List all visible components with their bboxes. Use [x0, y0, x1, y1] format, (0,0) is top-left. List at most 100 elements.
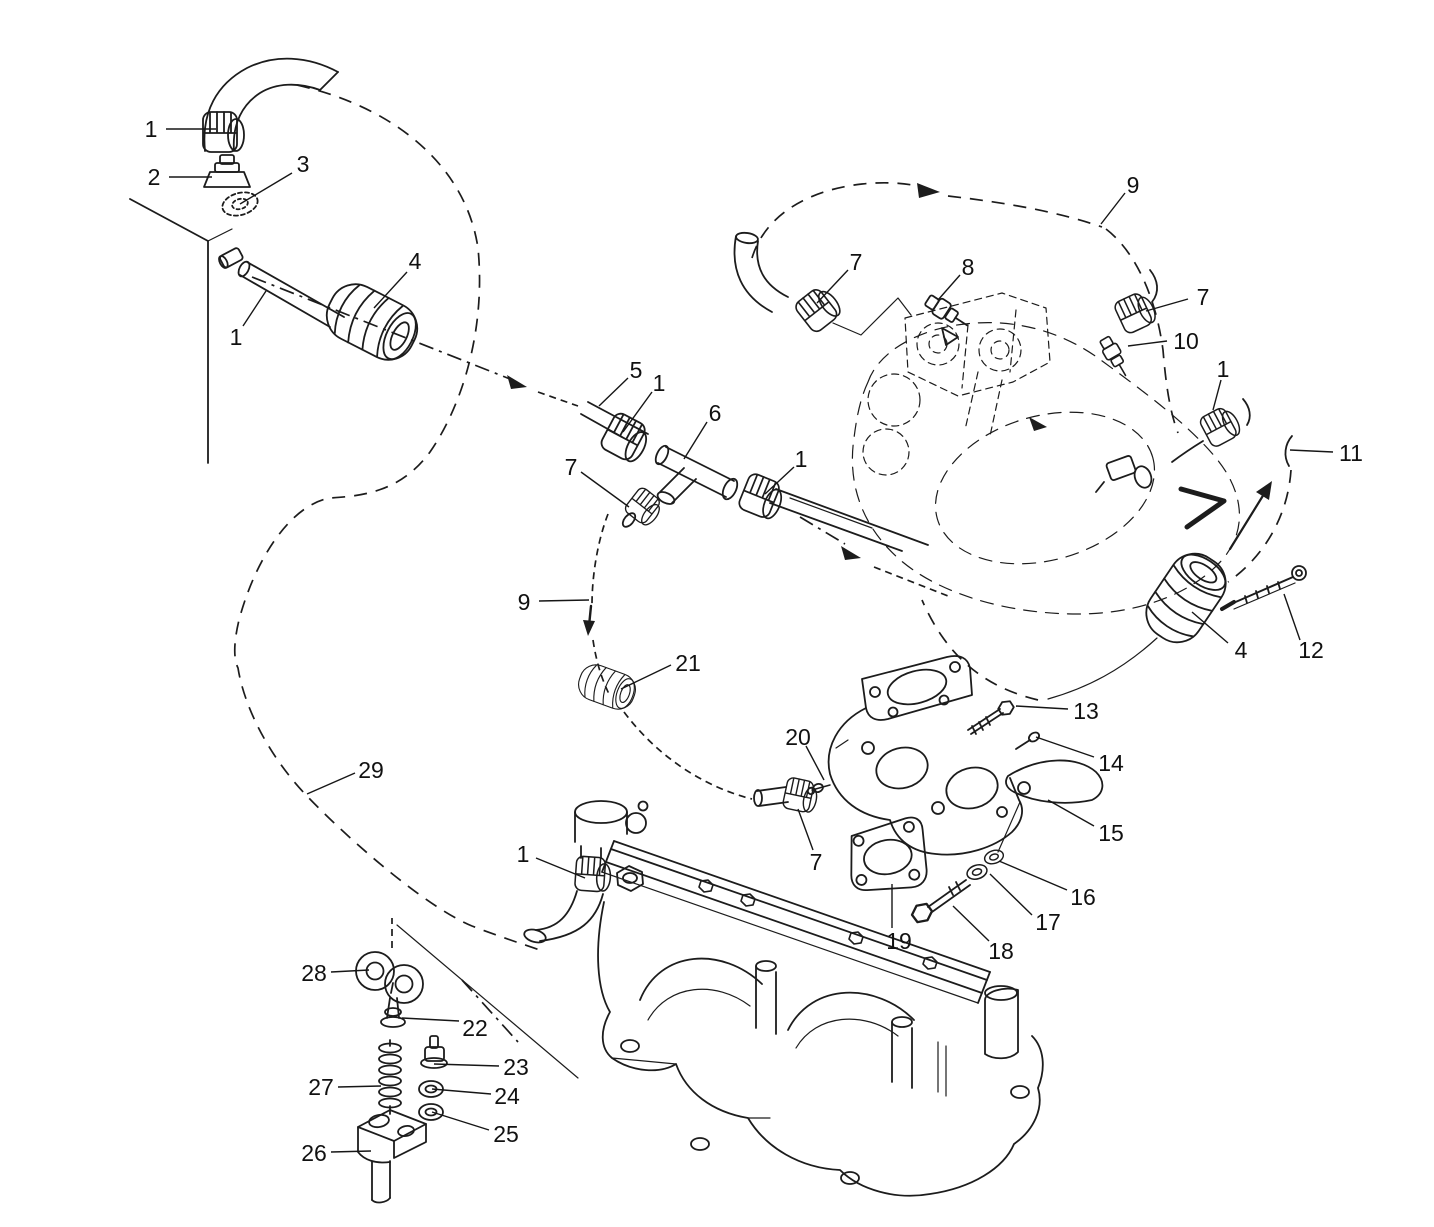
callout-leader-1-15	[1212, 379, 1222, 411]
hex-plug	[616, 865, 644, 892]
callout-label-2-1: 2	[148, 164, 161, 190]
fitting-10	[1096, 333, 1134, 381]
callout-leader-1-6	[622, 391, 653, 433]
barb-fitting-20	[806, 782, 831, 796]
exhaust-manifold	[827, 655, 1023, 856]
hull-corner	[129, 198, 233, 464]
corrugated-sleeve-4-left	[316, 274, 428, 370]
callout-leader-1-9	[764, 466, 795, 495]
fitting-7-right	[1112, 269, 1160, 336]
callout-leader-16-23	[998, 860, 1068, 891]
assembly-axis-line	[251, 276, 949, 597]
callout-leader-7-28	[797, 808, 814, 851]
callout-label-1-9: 1	[795, 446, 808, 472]
callout-label-26-34: 26	[301, 1140, 327, 1166]
callout-leader-17-24	[989, 873, 1033, 916]
callout-leader-7-13	[1145, 298, 1189, 312]
callout-label-28-36: 28	[301, 960, 327, 986]
manifold-bracket-15	[997, 759, 1104, 853]
callout-leader-18-25	[952, 905, 990, 942]
sensor-22	[380, 982, 406, 1028]
callout-label-27-35: 27	[308, 1074, 334, 1100]
cable-tie-12	[1220, 565, 1307, 611]
callout-leader-27-35	[337, 1085, 382, 1088]
callout-leader-9-17	[538, 599, 590, 602]
callout-leader-1-4	[242, 290, 267, 327]
callout-label-18-25: 18	[988, 938, 1014, 964]
manifold-gasket-19	[850, 816, 928, 891]
nut-16	[982, 847, 1006, 867]
bolt-18	[908, 879, 971, 927]
outlet-hose-1-left	[237, 260, 345, 328]
callout-leader-28-36	[330, 969, 370, 973]
callout-leader-22-30	[401, 1017, 460, 1022]
callout-label-3-2: 3	[297, 151, 310, 177]
callout-label-8-11: 8	[962, 254, 975, 280]
callout-leader-24-32	[431, 1088, 492, 1095]
callout-leader-10-14	[1127, 340, 1168, 347]
callout-label-19-26: 19	[886, 928, 912, 954]
callout-label-25-33: 25	[493, 1121, 519, 1147]
callout-label-1-4: 1	[230, 324, 243, 350]
callout-label-4-37: 4	[1235, 637, 1248, 663]
callout-leader-25-33	[431, 1111, 490, 1131]
clamp-1-right	[1171, 398, 1251, 463]
callout-leader-4-37	[1191, 611, 1229, 644]
callout-label-14-21: 14	[1098, 750, 1124, 776]
hose-1-mid-right	[736, 471, 929, 552]
plug-23	[420, 1035, 448, 1069]
callout-leader-8-11	[937, 274, 961, 301]
callout-leader-3-2	[239, 172, 293, 205]
carburetor-assembly	[904, 292, 1051, 397]
callout-label-1-15: 1	[1217, 356, 1230, 382]
callout-leader-12-38	[1283, 593, 1301, 641]
corrugated-sleeve-21	[573, 659, 641, 715]
elbow-clamp-7-mid	[621, 485, 667, 530]
callout-label-11-16: 11	[1339, 440, 1363, 466]
callout-leader-29-19	[306, 772, 356, 795]
bolt-13	[967, 697, 1017, 735]
callout-leader-20-27	[805, 745, 825, 781]
callout-label-7-13: 7	[1197, 284, 1210, 310]
spring-27	[378, 1039, 402, 1115]
callout-label-7-8: 7	[565, 454, 578, 480]
callout-label-10-14: 10	[1173, 328, 1199, 354]
callout-label-12-38: 12	[1298, 637, 1324, 663]
callout-leader-15-22	[1047, 799, 1095, 827]
callout-label-7-28: 7	[810, 849, 823, 875]
callout-label-29-19: 29	[358, 757, 384, 783]
callout-label-21-18: 21	[675, 650, 701, 676]
callout-label-1-6: 1	[653, 370, 666, 396]
callout-leader-1-29	[535, 857, 586, 879]
callout-leader-26-34	[330, 1150, 372, 1153]
callout-label-1-29: 1	[517, 841, 530, 867]
callout-label-9-12: 9	[1127, 172, 1140, 198]
screw-14	[1015, 731, 1041, 750]
hose-stub	[218, 247, 244, 269]
callout-label-7-10: 7	[850, 249, 863, 275]
callout-label-24-32: 24	[494, 1083, 520, 1109]
fitting-gasket-28	[355, 951, 424, 1004]
callout-label-5-5: 5	[630, 357, 643, 383]
callout-label-17-24: 17	[1035, 909, 1061, 935]
callout-leader-21-18	[620, 664, 672, 690]
hose-route-left-29	[233, 84, 544, 952]
supply-hose-7-top	[733, 231, 912, 336]
callout-leader-6-7	[683, 421, 708, 460]
washer-25	[418, 1103, 444, 1121]
vent-hose-1-top	[202, 57, 339, 153]
callout-leader-7-8	[580, 471, 630, 508]
callout-label-15-22: 15	[1098, 820, 1124, 846]
callout-label-4-3: 4	[409, 248, 422, 274]
callout-label-22-30: 22	[462, 1015, 488, 1041]
callout-leader-23-31	[433, 1063, 500, 1067]
callout-label-23-31: 23	[503, 1054, 529, 1080]
washer-17	[964, 861, 990, 883]
callout-label-9-17: 9	[518, 589, 531, 615]
callout-leader-13-20	[1015, 705, 1069, 710]
tee-fitting-6	[654, 444, 739, 505]
callout-label-16-23: 16	[1070, 884, 1096, 910]
